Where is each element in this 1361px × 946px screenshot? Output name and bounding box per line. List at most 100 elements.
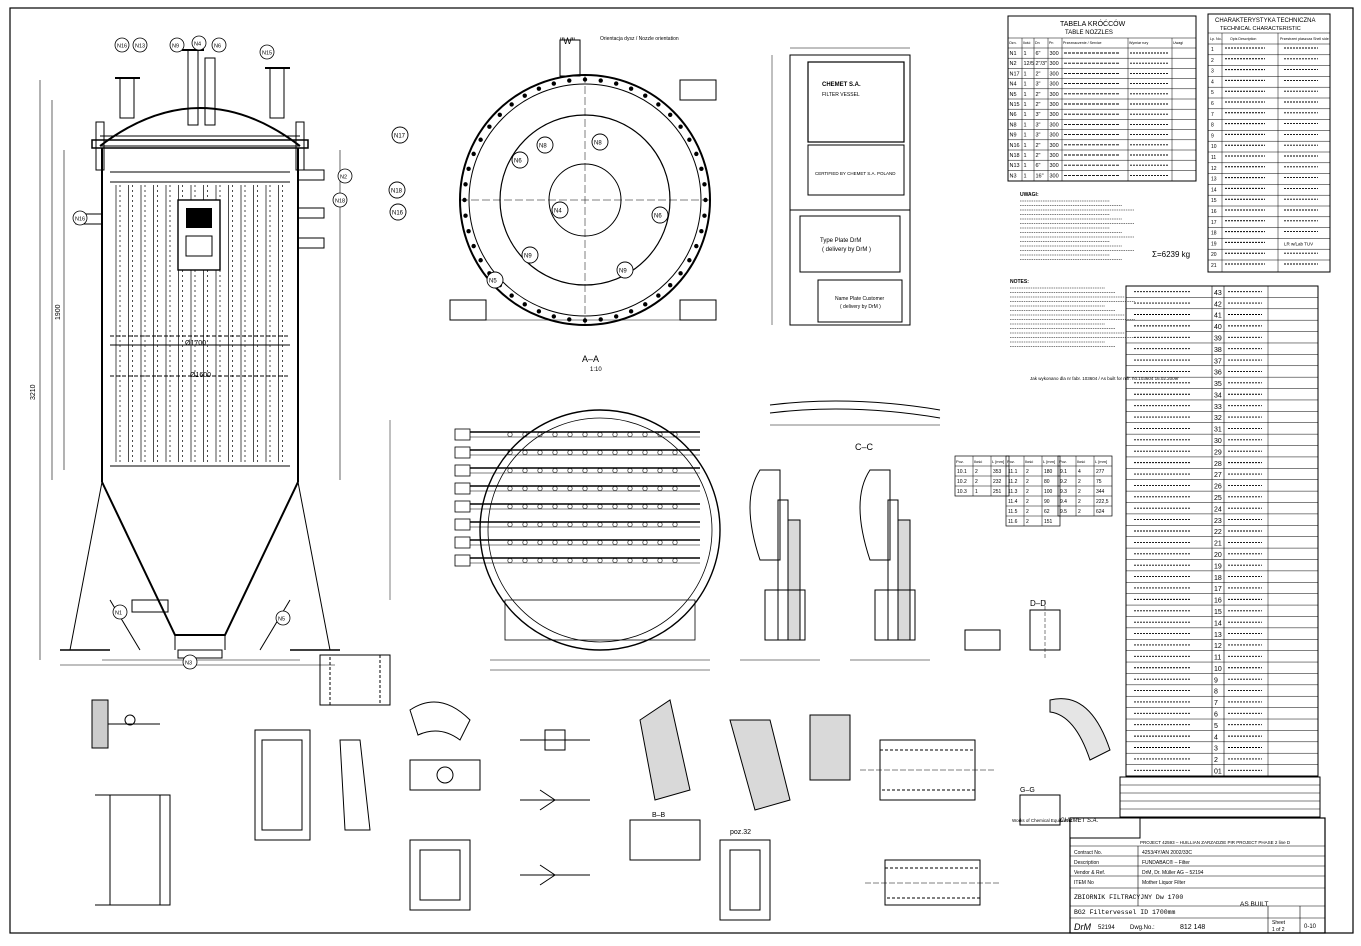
poz32-label: poz.32 — [730, 829, 751, 836]
flange-bolt — [567, 317, 572, 322]
plan-view-w — [449, 39, 717, 326]
register-hole — [522, 557, 528, 563]
tech-row-no: 9 — [1211, 133, 1214, 139]
nozzle-table-cell: 1 — [1024, 92, 1027, 98]
parts-row-no: 16 — [1214, 598, 1222, 605]
nozzle-table-cell: 1 — [1024, 173, 1027, 179]
pos-table-cell: 1 — [975, 489, 978, 495]
nozzle-table-cell: 2" — [1036, 92, 1041, 98]
register-hole — [672, 539, 678, 545]
register-connector — [454, 446, 471, 459]
section-aa — [389, 409, 721, 671]
register-hole — [582, 539, 588, 545]
register-hole — [642, 521, 648, 527]
register-hole — [597, 467, 603, 473]
parts-row-no: 5 — [1214, 723, 1218, 730]
nozzle-table-header: Przeznaczenie / Service — [1063, 41, 1102, 45]
register-hole — [597, 557, 603, 563]
nozzle-tag-bubble — [114, 37, 130, 53]
flange-bolt-ring — [462, 77, 708, 323]
dim-d1600: Ø1600 — [190, 372, 211, 379]
section-gg-title: G–G — [1020, 787, 1035, 794]
register-hole — [597, 485, 603, 491]
pos-table-cell: 232 — [993, 479, 1002, 485]
flange-bolt — [678, 124, 683, 129]
plan-nozzle-text: N9 — [619, 269, 627, 275]
register-hole — [657, 539, 663, 545]
pos-table-header: L [mm] — [1043, 459, 1055, 464]
nozzle-table-cell: N13 — [1010, 163, 1020, 169]
plan-nozzle-text: N5 — [489, 279, 497, 285]
register-hole — [642, 485, 648, 491]
tech-row-no: 1 — [1211, 47, 1214, 53]
title-contract-value: 4253/4Y/AN 2002/33C — [1142, 850, 1192, 856]
flange-bolt — [687, 137, 692, 142]
pos-table-header: Ilość — [1025, 459, 1033, 464]
nozzle-tag-text: N13 — [135, 44, 145, 50]
vessel-elevation — [60, 49, 340, 659]
section-aa-title: A–A — [582, 354, 599, 364]
register-hole — [552, 449, 558, 455]
pos-table-header: Poz. — [1059, 459, 1067, 464]
pos-table-cell: 100 — [1044, 489, 1053, 495]
type-plate-sub: ( delivery by DrM ) — [822, 247, 871, 253]
nozzle-tag-bubble — [112, 604, 128, 620]
title-project: PROJECT 42593 – HUILLIAN ZARZADZIE PIR P… — [1140, 840, 1291, 845]
flange-bolt — [702, 213, 707, 218]
register-hole — [612, 557, 618, 563]
register-hole — [612, 431, 618, 437]
nozzle-table-cell: N6 — [1010, 112, 1017, 118]
parts-row-no: 01 — [1214, 769, 1222, 776]
plan-nozzle-text: N8 — [594, 141, 602, 147]
notes-pl-title: UWAGI: — [1020, 192, 1039, 198]
register-hole — [672, 431, 678, 437]
weld-band-detail — [769, 400, 941, 426]
register-hole — [627, 449, 633, 455]
parts-row-no: 36 — [1214, 370, 1222, 377]
parts-row-no: 35 — [1214, 381, 1222, 388]
register-hole — [522, 431, 528, 437]
nameplate-certified: CERTIFIED BY CHEMET S.A. POLAND — [815, 171, 896, 176]
nozzle-table-cell: 300 — [1050, 153, 1059, 159]
register-hole — [522, 539, 528, 545]
tech-row-no: 18 — [1211, 231, 1217, 237]
nozzle-table-cell: 1 — [1024, 143, 1027, 149]
parts-row-no: 27 — [1214, 472, 1222, 479]
nozzle-tag-bubble — [72, 210, 88, 226]
nozzle-tag-text: N2 — [340, 175, 347, 181]
title-dwg-label: Dwg.No.: — [1130, 925, 1155, 931]
flange-bolt — [478, 258, 483, 263]
register-hole — [642, 449, 648, 455]
register-hole — [522, 503, 528, 509]
register-hole — [507, 485, 513, 491]
nozzle-tag-text: N1 — [115, 611, 122, 617]
plan-nozzle-text: N16 — [392, 211, 404, 217]
nameplate-detail — [771, 47, 911, 326]
flange-bolt — [522, 93, 527, 98]
title-item-label: ITEM No — [1074, 880, 1094, 886]
register-hole — [597, 431, 603, 437]
parts-row-no: 17 — [1214, 586, 1222, 593]
flange-bolt — [613, 314, 619, 319]
pos-table-header: L [mm] — [1095, 459, 1107, 464]
register-hole — [627, 521, 633, 527]
register-hole — [552, 557, 558, 563]
plan-nozzle-text: N8 — [539, 144, 547, 150]
flange-bolt — [656, 102, 661, 107]
flange-bolt — [471, 151, 476, 157]
tech-row-no: 19 — [1211, 241, 1217, 247]
flange-bolt — [509, 293, 514, 298]
parts-row-no: 20 — [1214, 552, 1222, 559]
register-hole — [612, 467, 618, 473]
register-hole — [537, 539, 543, 545]
flange-bolt — [536, 309, 542, 314]
plan-nozzle-bubble — [391, 126, 409, 144]
tech-row-no: 7 — [1211, 112, 1214, 118]
register-hole — [537, 431, 543, 437]
register-hole — [582, 449, 588, 455]
nozzle-table-cell: N9 — [1010, 133, 1017, 139]
register-hole — [567, 431, 573, 437]
register-hole — [597, 521, 603, 527]
parts-row-no: 21 — [1214, 541, 1222, 548]
